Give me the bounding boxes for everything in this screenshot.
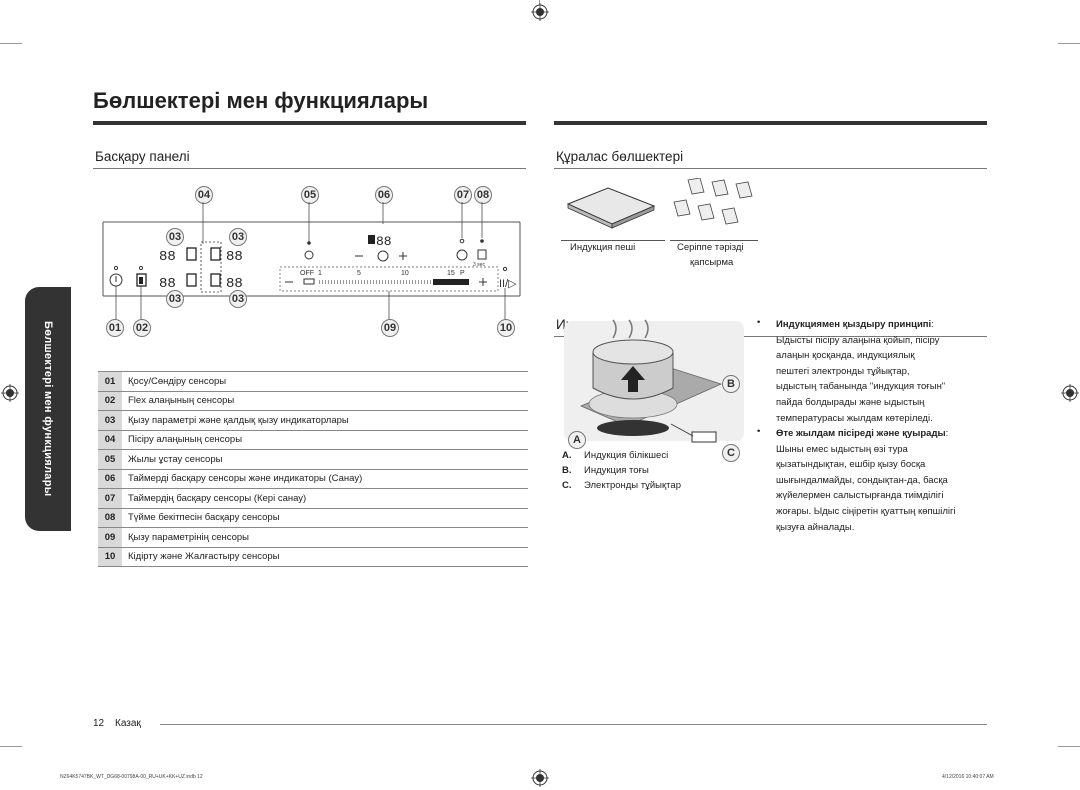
crop-mark [0,43,22,44]
slider-label: 15 [447,270,455,277]
list-item: Электронды тұйықтар [584,480,681,491]
svg-text:88: 88 [226,249,243,265]
heading-rule [93,168,526,169]
callout-03: 03 [166,290,184,308]
callout-09: 09 [381,319,399,337]
svg-text:88: 88 [159,249,176,265]
body-line: пештегі электронды тұйықтар, [776,365,910,377]
list-item: Индукция тоғы [584,465,649,476]
part-label: Серіппе тәрізді [677,242,744,253]
body-line: пайда болдырады және ыдыстың [776,396,925,408]
body-line: қызуға айналады. [776,521,855,533]
footer-rule [160,724,987,725]
callout-03: 03 [229,228,247,246]
registration-mark [1,384,19,402]
list-item: Индукция білікшесі [584,450,669,461]
callout-03: 03 [166,228,184,246]
list-key: C. [562,480,572,491]
crop-mark [1058,43,1080,44]
part-label: қапсырма [690,257,734,268]
heading-rule [554,168,987,169]
list-key: B. [562,465,572,476]
parts-rule [670,240,758,241]
callout-05: 05 [301,186,319,204]
label-c: C [722,444,740,462]
callout-03: 03 [229,290,247,308]
body-line: шығындалмайды, сондықтан-да, басқа [776,474,948,486]
page-title: Бөлшектері мен функциялары [93,88,429,113]
body-line: жоғары. Ыдыс сіңіретін қуаттың көпшілігі [776,505,956,517]
page-number: 12 [93,718,105,729]
body-line: Шыны емес ыдыстың өзі тура [776,443,908,455]
side-tab: Бөлшектері мен функциялары [25,287,71,531]
callout-01: 01 [106,319,124,337]
body-line: температурасы жылдам көтеріледі. [776,412,933,424]
side-tab-label: Бөлшектері мен функциялары [42,321,54,497]
callout-04: 04 [195,186,213,204]
slider-label: 1 [318,270,322,277]
label-b: B [722,375,740,393]
parts-illustration [566,178,753,229]
file-info: NZ64K5747BK_WT_DG68-00798A-00_RU+UK+KK+U… [60,774,203,780]
parts-heading: Құралас бөлшектері [556,149,684,164]
parts-rule [561,240,665,241]
callout-07: 07 [454,186,472,204]
body-line: ыдыстың табанында "индукция тоғын" [776,381,946,393]
slider-label: P [460,270,465,277]
registration-mark [1061,384,1079,402]
bullet-mark: • [757,317,761,328]
bullet-fast: Өте жылдам пісіреді және қуырады: Шыны е… [776,426,1008,535]
crop-mark [1058,746,1080,747]
body-line: жүйелермен салыстырғанда тиімділігі [776,490,944,502]
svg-text:88: 88 [226,276,243,292]
bullet-title: Өте жылдам пісіреді және қуырады [776,428,946,439]
callout-10: 10 [497,319,515,337]
print-date: 4/12/2016 10:40:07 AM [942,774,994,780]
title-rule [93,121,526,125]
registration-mark [531,3,549,21]
label-a: A [568,431,586,449]
bullet-title: Индукциямен қыздыру принципі [776,319,932,330]
body-line: алаңын қосқанда, индукциялық [776,350,915,362]
crop-mark [0,746,22,747]
crop-mark [539,0,540,4]
callout-08: 08 [474,186,492,204]
heading-rule [554,336,987,337]
bullet-principle: Индукциямен қыздыру принципі: Ыдысты піс… [776,317,1008,426]
body-line: Ыдысты пісіру алаңына қойып, пісіру [776,334,940,346]
control-panel-illustration: 88 88 88 88 88 3 sec II/▷ [102,202,521,320]
induction-illustration [564,319,744,443]
svg-text:88: 88 [159,276,176,292]
callout-02: 02 [133,319,151,337]
title-rule [554,121,987,125]
control-panel-heading: Басқару панелі [95,149,190,164]
callout-06: 06 [375,186,393,204]
list-key: A. [562,450,572,461]
svg-text:II/▷: II/▷ [499,278,517,290]
body-line: қызатындықтан, ешбір қызу босқа [776,459,926,471]
part-label: Индукция пеші [570,242,636,253]
svg-text:88: 88 [376,234,392,249]
registration-mark [531,769,549,787]
bullet-mark: • [757,426,761,437]
slider-label: OFF [300,270,314,277]
svg-text:3 sec: 3 sec [473,262,485,268]
slider-label: 10 [401,270,409,277]
slider-label: 5 [357,270,361,277]
language-label: Казақ [115,718,141,729]
